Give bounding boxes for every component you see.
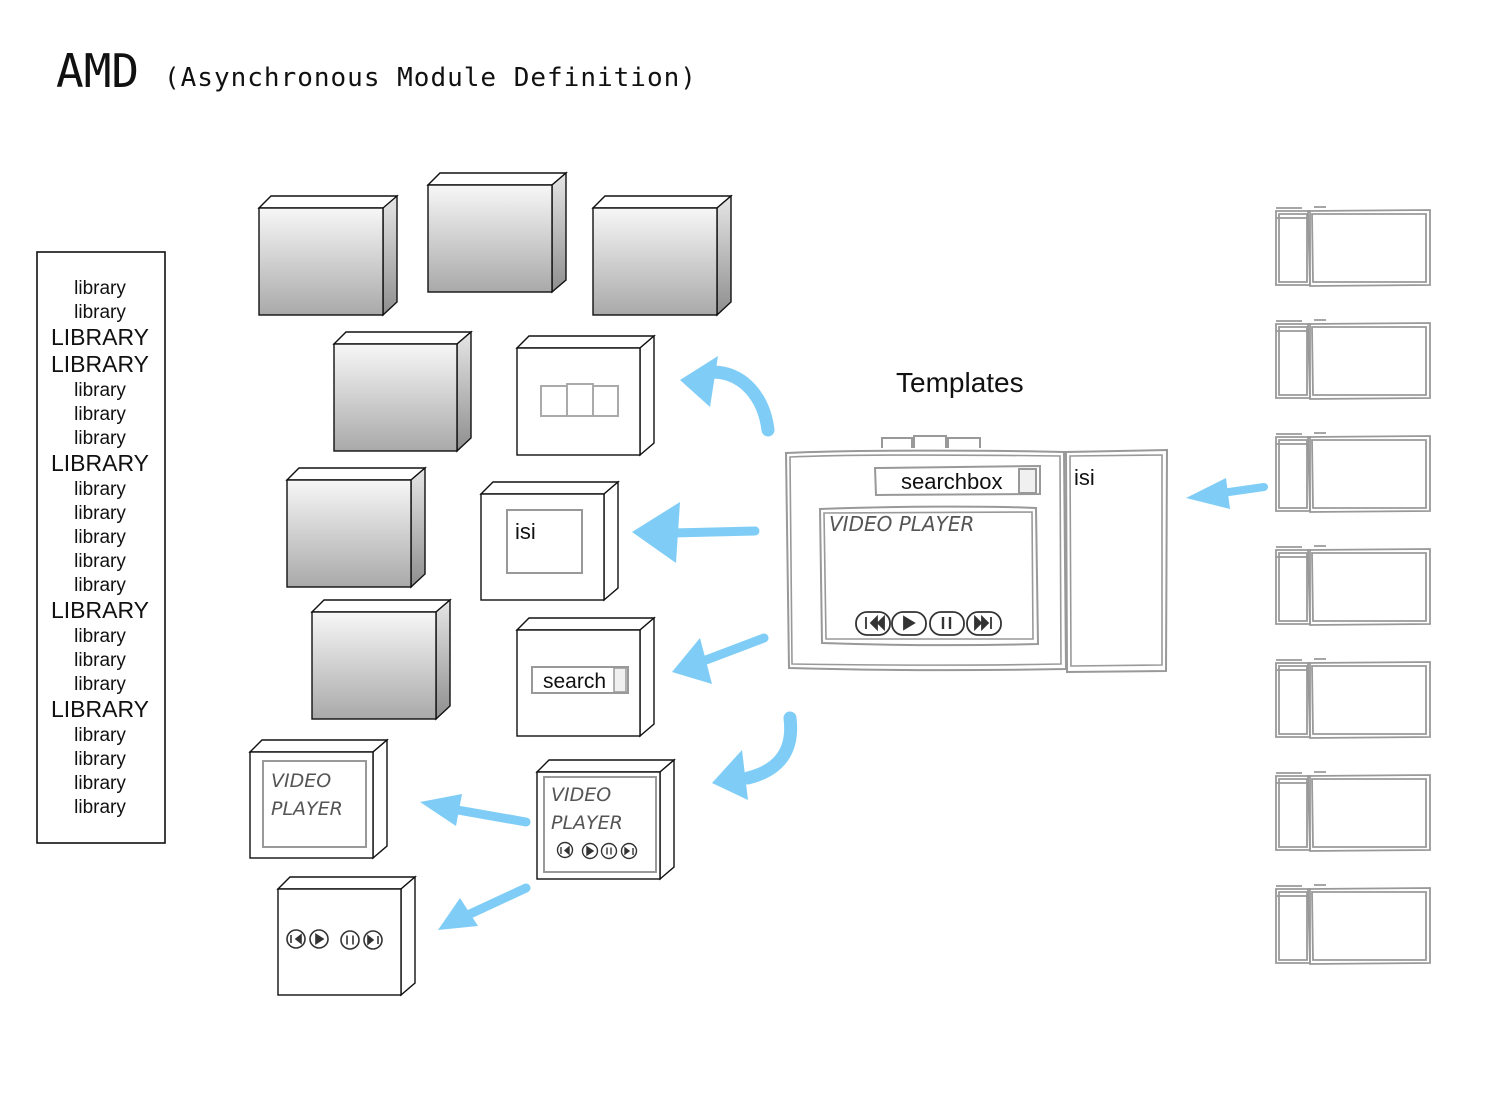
library-list-item: library	[74, 404, 126, 425]
media-controls-icon	[556, 841, 638, 860]
page-thumbnail-list	[1275, 206, 1431, 965]
library-list-item: library	[74, 479, 126, 500]
search-module-label: search	[543, 670, 606, 693]
template-isi-label: isi	[1074, 465, 1095, 490]
diagram-title: AMD	[56, 44, 139, 98]
library-list-item: library	[74, 278, 126, 299]
library-cube	[257, 194, 399, 317]
tabs-icon	[540, 383, 619, 417]
library-cube	[285, 466, 427, 589]
video-screen-module-cube: VIDEO PLAYER	[248, 738, 389, 860]
page-thumbnail	[1275, 545, 1431, 626]
library-list-item: library	[74, 773, 126, 794]
templates-label: Templates	[896, 367, 1024, 398]
arrow-to-tabs-module	[680, 356, 775, 437]
page-thumbnail	[1275, 658, 1431, 739]
library-list-item: library	[74, 674, 126, 695]
controls-module-cube	[276, 875, 417, 997]
arrow-to-isi-module	[632, 502, 760, 563]
page-thumbnail	[1275, 771, 1431, 852]
video-player-module-line2: PLAYER	[551, 812, 623, 834]
template-page-sketch	[784, 435, 1169, 674]
library-list-item: LIBRARY	[51, 324, 149, 350]
library-list-item: LIBRARY	[51, 597, 149, 623]
arrow-to-template	[1186, 478, 1268, 509]
library-list-item: LIBRARY	[51, 696, 149, 722]
library-list-item: library	[74, 302, 126, 323]
library-list-item: library	[74, 551, 126, 572]
isi-module-cube: isi	[479, 480, 620, 602]
library-list-item: library	[74, 380, 126, 401]
diagram-subtitle: (Asynchronous Module Definition)	[164, 63, 697, 93]
isi-module-label: isi	[515, 519, 536, 544]
library-list-item: LIBRARY	[51, 450, 149, 476]
video-player-module-cube: VIDEO PLAYER	[535, 758, 676, 881]
library-list-item: library	[74, 749, 126, 770]
library-cube	[310, 598, 452, 721]
library-list-item: library	[74, 503, 126, 524]
media-controls-icon	[855, 611, 1002, 636]
library-list-item: library	[74, 428, 126, 449]
page-thumbnail	[1275, 432, 1431, 513]
video-screen-module-line1: VIDEO	[271, 770, 331, 792]
library-list-item: library	[74, 797, 126, 818]
page-thumbnail	[1275, 319, 1431, 400]
arrow-to-video-player-module	[712, 711, 798, 800]
library-list-item: library	[74, 650, 126, 671]
search-module-cube: search	[515, 616, 656, 738]
page-thumbnail	[1275, 206, 1431, 287]
library-list-box	[36, 251, 166, 844]
library-list-item: library	[74, 575, 126, 596]
library-cube	[426, 171, 568, 294]
tabs-module-cube	[515, 334, 656, 457]
arrow-to-controls-module	[438, 883, 531, 930]
arrow-to-video-screen-module	[420, 794, 531, 827]
video-player-module-line1: VIDEO	[551, 784, 611, 806]
library-cube	[591, 194, 733, 317]
arrow-to-search-module	[672, 633, 769, 684]
library-list: librarylibraryLIBRARYLIBRARYlibrarylibra…	[51, 278, 149, 818]
page-thumbnail	[1275, 884, 1431, 965]
arrows	[420, 356, 1268, 930]
template-video-player-label: VIDEO PLAYER	[829, 512, 974, 536]
library-list-item: library	[74, 725, 126, 746]
library-cube	[332, 330, 473, 453]
template-searchbox-label: searchbox	[901, 469, 1003, 494]
media-controls-icon	[286, 929, 383, 950]
video-screen-module-line2: PLAYER	[271, 798, 343, 820]
library-list-item: library	[74, 626, 126, 647]
library-list-item: library	[74, 527, 126, 548]
library-list-item: LIBRARY	[51, 351, 149, 377]
